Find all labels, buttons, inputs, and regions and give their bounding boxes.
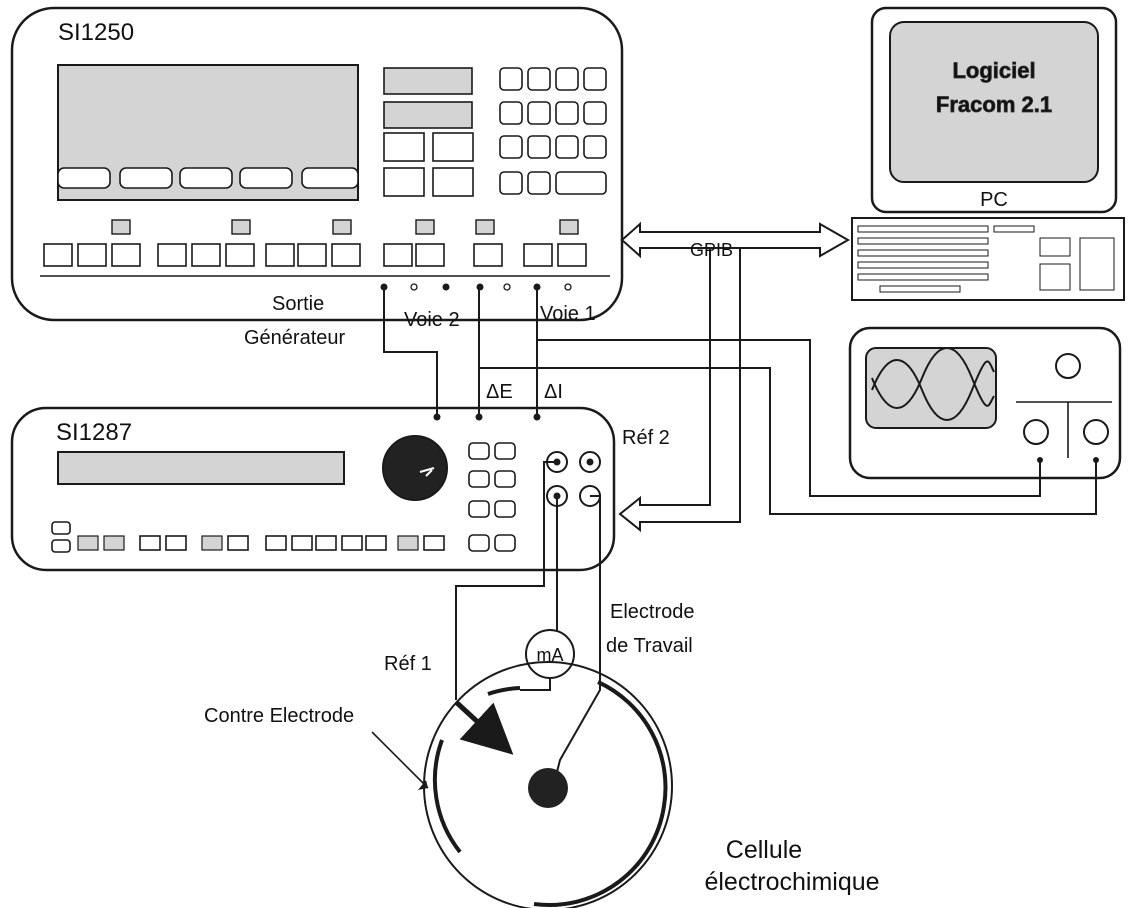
- pc-keyboard: [851, 217, 1125, 301]
- si1287-electrode-terminals: [546, 451, 601, 507]
- si1250-small-display-2: [383, 101, 473, 129]
- pc-keyboard-keys: [857, 225, 1115, 293]
- si1287-knob: [382, 435, 448, 501]
- si1250-small-display-1: [383, 67, 473, 95]
- sine-wave-icon-2: [871, 347, 995, 409]
- label-output: Sortie: [272, 293, 324, 315]
- signal-wiring: [383, 287, 1097, 515]
- oscilloscope-input-2: [1083, 419, 1109, 445]
- pc-computer: Logiciel Fracom 2.1 PC: [851, 6, 1125, 301]
- label-counter-electrode: Contre Electrode: [204, 705, 354, 727]
- label-ref-2: Réf 2: [622, 427, 670, 449]
- label-generator: Générateur: [244, 327, 346, 349]
- si1287-potentiostat: SI1287: [10, 406, 616, 572]
- oscilloscope-knob-top: [1055, 353, 1081, 379]
- pc-screen: [889, 21, 1099, 183]
- label-delta-e: ΔE: [486, 381, 513, 403]
- si1287-display: [57, 451, 345, 485]
- working-electrode-dot: [528, 768, 568, 808]
- si1287-name: SI1287: [56, 419, 132, 446]
- label-ammeter: mA: [537, 645, 564, 665]
- label-gpib: GPIB: [690, 240, 733, 260]
- label-channel-1: Voie 1: [540, 303, 596, 325]
- si1250-soft-keys: [57, 167, 359, 189]
- counter-electrode-pointer: [371, 731, 429, 789]
- si1287-keypad: [468, 442, 516, 552]
- label-working-electrode-1: Electrode: [610, 601, 695, 623]
- oscilloscope-body: [848, 326, 1122, 480]
- si1250-terminals: [380, 283, 572, 291]
- reference-electrode-arrow: [454, 700, 514, 755]
- pc-screen-line-1: Logiciel: [952, 58, 1035, 83]
- electrochemical-cell: [423, 661, 673, 908]
- counter-electrode-arc-right: [533, 680, 668, 907]
- label-cell-2: électrochimique: [704, 868, 879, 896]
- pc-label: PC: [980, 189, 1008, 211]
- label-cell-1: Cellule: [726, 836, 802, 864]
- counter-electrode-arc-left: [432, 739, 462, 854]
- si1250-keypad: [499, 67, 607, 195]
- si1250-bottom-keys: [43, 243, 587, 267]
- oscilloscope: [848, 326, 1122, 480]
- oscilloscope-input-1: [1023, 419, 1049, 445]
- si1250-analyzer: SI1250: [10, 6, 624, 322]
- sine-wave-icon: [871, 359, 995, 421]
- si1287-bottom-keys: [51, 521, 445, 553]
- si1250-function-keys: [383, 132, 474, 197]
- label-ref-1: Réf 1: [384, 653, 432, 675]
- pc-monitor-frame: [870, 6, 1118, 214]
- label-working-electrode-2: de Travail: [606, 635, 693, 657]
- pc-screen-line-2: Fracom 2.1: [936, 92, 1052, 117]
- si1250-indicator-lamps: [111, 219, 579, 235]
- si1287-body: [10, 406, 616, 572]
- si1250-body: [10, 6, 624, 322]
- label-delta-i: ΔI: [544, 381, 563, 403]
- gpib-bus: [618, 221, 851, 533]
- label-channel-2: Voie 2: [404, 309, 460, 331]
- si1250-name: SI1250: [58, 19, 134, 46]
